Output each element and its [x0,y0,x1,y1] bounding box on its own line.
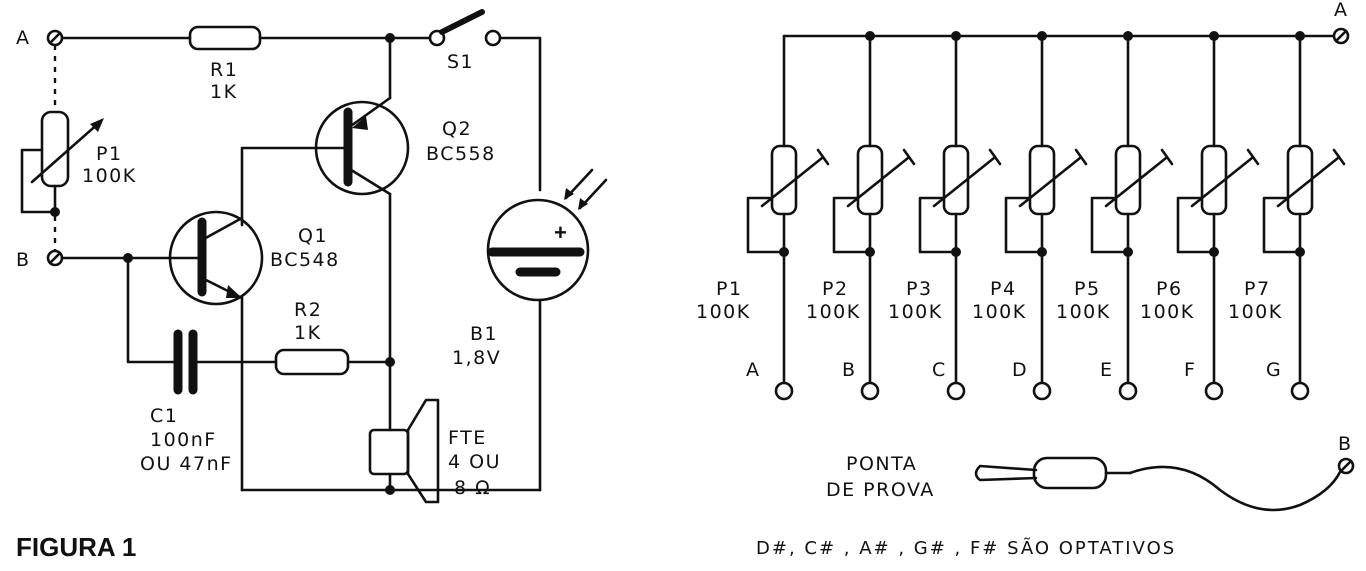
pot-6-value: 100K [1140,301,1195,323]
test-probe: PONTA DE PROVA B [826,433,1355,512]
c1-capacitor: C1 100nF OU 47nF [140,329,233,475]
p1-potentiometer: P1 100K [20,110,137,217]
speaker-ref: FTE [448,427,487,449]
pot-5-key: E [1100,359,1114,381]
keyboard-pot-2: P2 100K B [806,31,916,401]
b1-ref: B1 [470,323,498,345]
keyboard-terminal-b-label: B [1338,433,1353,455]
r1-ref: R1 [210,59,238,81]
pot-3-value: 100K [888,301,943,323]
q2-part: BC558 [426,143,496,165]
pot-1-key: A [746,359,761,381]
pot-3-key: C [932,359,947,381]
p1-ref: P1 [96,143,123,165]
c1-value-1: 100nF [150,429,217,451]
pot-7-key: G [1266,359,1282,381]
pot-5-ref: P5 [1074,278,1101,300]
r2-resistor: R2 1K [274,299,350,376]
b1-value: 1,8V [452,347,501,369]
pot-4-value: 100K [972,301,1027,323]
s1-switch: S1 [428,9,502,73]
speaker-value-2: 8 Ω [454,477,491,499]
pot-4-ref: P4 [990,278,1017,300]
terminal-a-label: A [16,27,31,49]
p1-value: 100K [82,165,137,187]
keyboard-schematic: A P1 100K A P2 100K [696,0,1355,559]
keyboard-pot-5: P5 100K E [1056,31,1174,401]
speaker: FTE 4 OU 8 Ω [368,398,501,504]
pot-2-value: 100K [806,301,861,323]
keyboard-pot-6: P6 100K F [1140,31,1260,401]
keyboard-pot-3: P3 100K C [888,31,1002,401]
s1-ref: S1 [447,51,474,73]
pot-1-ref: P1 [716,278,743,300]
pot-1-value: 100K [696,301,751,323]
c1-ref: C1 [150,405,178,427]
q1-transistor: Q1 BC548 [168,210,340,306]
pot-4-key: D [1012,359,1028,381]
r1-value: 1K [210,81,238,103]
b1-plus-sign: + [554,220,567,245]
pot-6-ref: P6 [1156,278,1183,300]
keyboard-terminal-a: A [1332,0,1350,45]
terminal-b-label: B [16,249,31,271]
keyboard-terminal-a-label: A [1334,0,1349,21]
circuit-schematic: A B R1 1K S1 [16,9,608,562]
pot-2-key: B [842,359,857,381]
probe-label-line-2: DE PROVA [826,479,935,501]
terminal-b: B [16,249,64,271]
optional-notes: D#, C# , A# , G# , F# SÃO OPTATIVOS [756,537,1176,559]
c1-value-2: OU 47nF [140,453,233,475]
probe-label-line-1: PONTA [846,453,917,475]
pot-7-value: 100K [1228,301,1283,323]
pot-2-ref: P2 [822,278,849,300]
q1-ref: Q1 [298,225,328,247]
r2-ref: R2 [294,299,322,321]
q1-part: BC548 [270,249,340,271]
speaker-value-1: 4 OU [448,451,501,473]
keyboard-pot-7: P7 100K G [1228,31,1346,401]
pot-5-value: 100K [1056,301,1111,323]
b1-battery-photocell: + B1 1,8V [452,168,608,369]
pot-6-key: F [1184,359,1196,381]
r2-value: 1K [294,322,322,344]
pot-7-ref: P7 [1244,278,1271,300]
figure-label: FIGURA 1 [16,532,136,562]
keyboard-pot-1: P1 100K A [696,34,830,401]
keyboard-pot-4: P4 100K D [972,31,1088,401]
r1-resistor [188,25,262,51]
pot-3-ref: P3 [906,278,933,300]
q2-ref: Q2 [442,118,472,140]
